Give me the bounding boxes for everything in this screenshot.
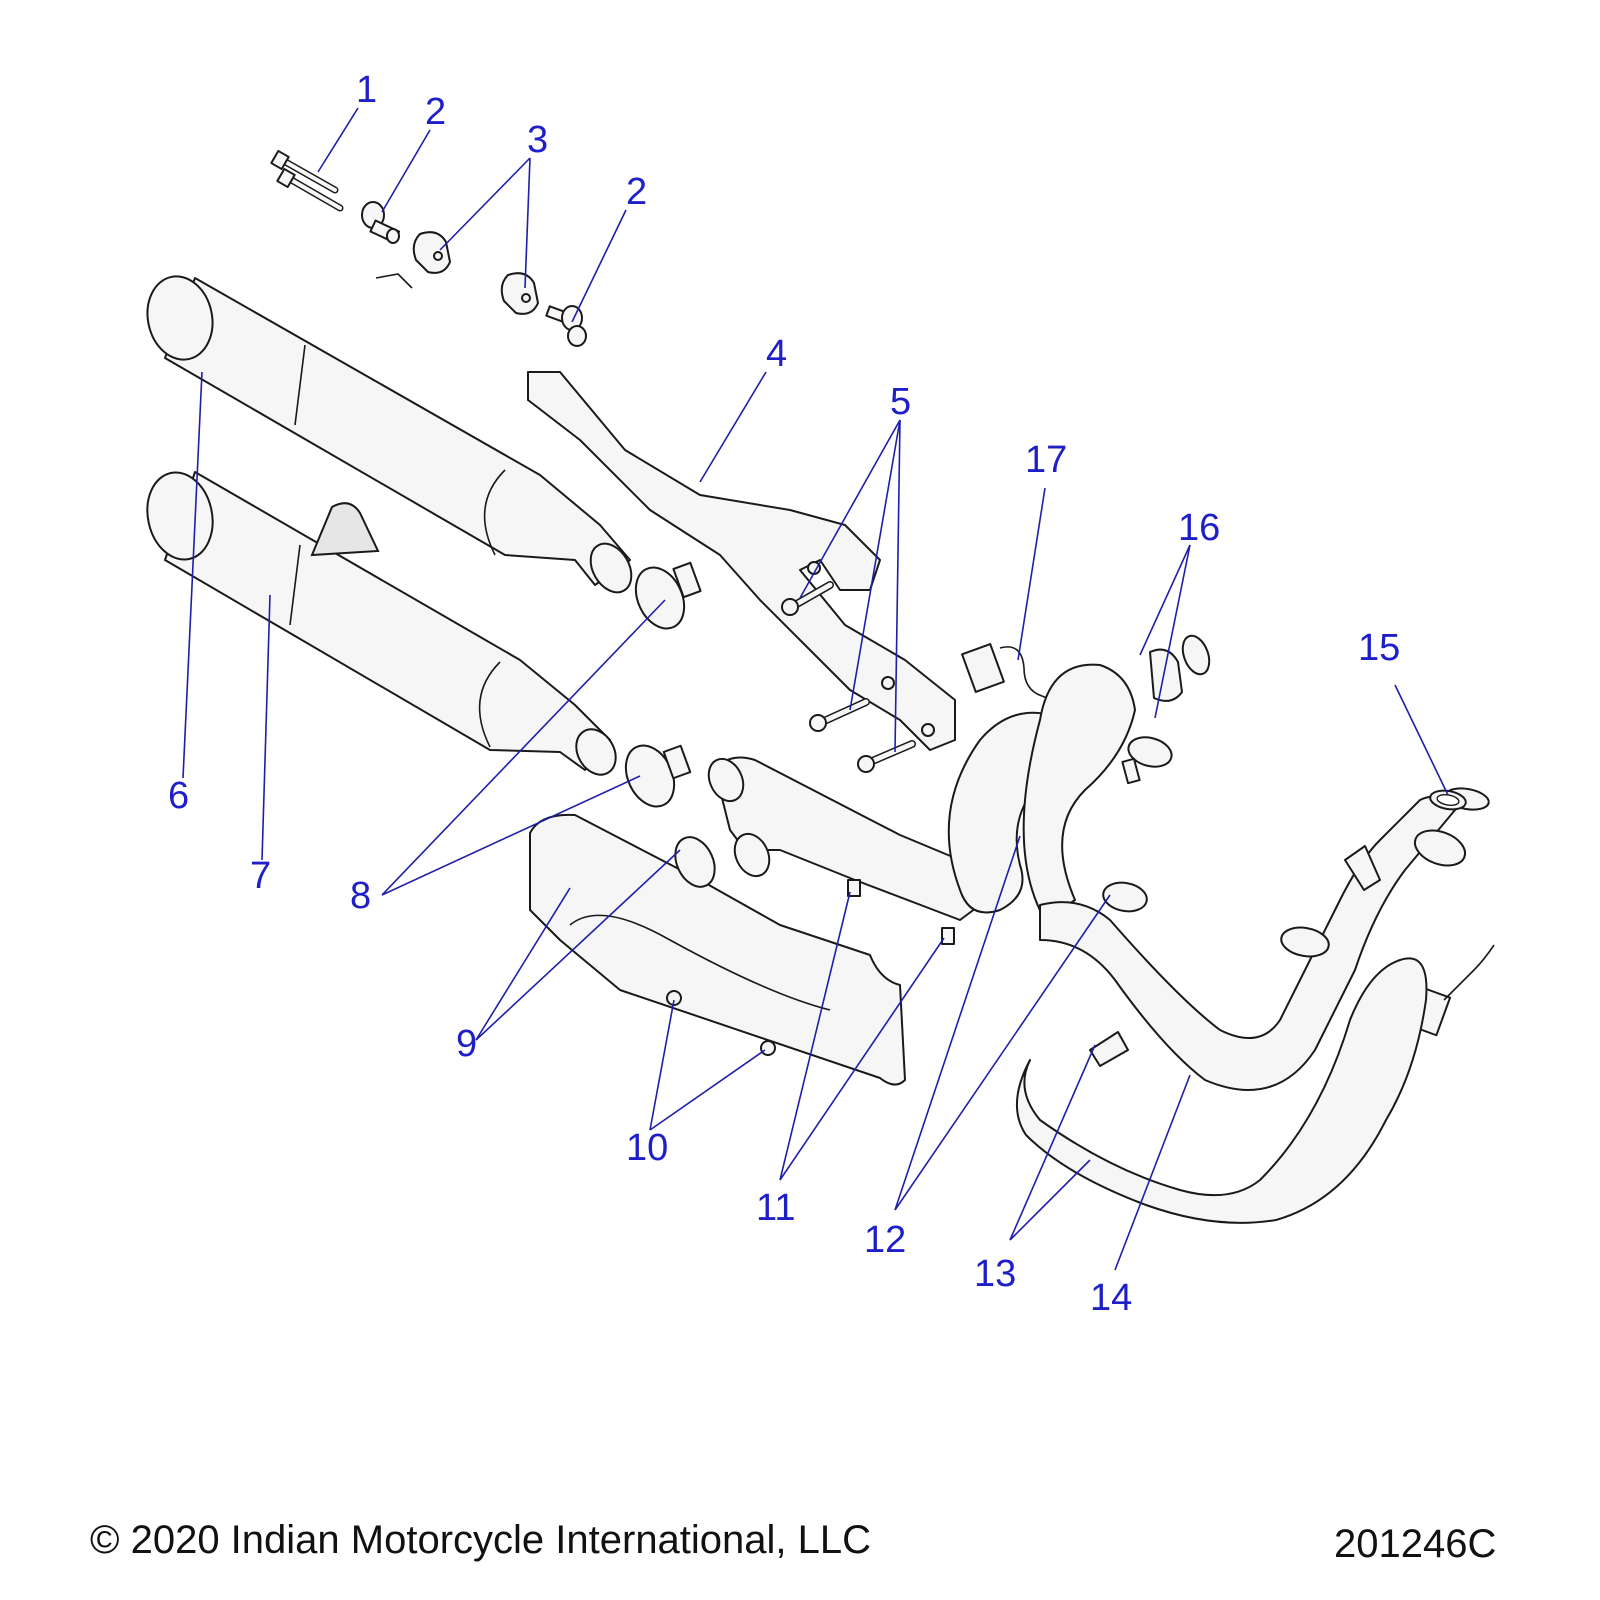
callout-labels: 1 2 3 2 4 5 17 16 15 6 7 8 9 10 11 12 13… (168, 69, 1400, 1319)
callout-9: 9 (456, 1023, 477, 1065)
callout-13: 13 (974, 1253, 1016, 1295)
part-12-crossover-pipe (707, 634, 1211, 921)
callout-17: 17 (1025, 439, 1067, 481)
part-13-heat-shield (1016, 845, 1428, 1224)
callout-6: 6 (168, 775, 189, 817)
part-8-clamp-lower (624, 744, 692, 808)
callout-10: 10 (626, 1127, 668, 1169)
leader-lines (182, 107, 1449, 1271)
callout-8: 8 (350, 875, 371, 917)
part-2-spacer-upper (361, 201, 401, 244)
drawing-number: 201246C (1334, 1522, 1497, 1566)
callout-2-upper: 2 (425, 91, 446, 133)
callout-3: 3 (527, 119, 548, 161)
part-4-mount-bracket (527, 371, 956, 751)
callout-15: 15 (1358, 627, 1400, 669)
part-5-bolts (781, 581, 916, 773)
part-8-clamp-upper (634, 561, 702, 630)
callout-14: 14 (1090, 1277, 1132, 1319)
copyright-notice: © 2020 Indian Motorcycle International, … (90, 1518, 872, 1562)
callout-7: 7 (250, 855, 271, 897)
part-2-spacer-lower (545, 305, 587, 347)
callout-4: 4 (766, 333, 787, 375)
part-3-grommet-b (500, 272, 539, 315)
callout-2-lower: 2 (626, 171, 647, 213)
callout-5: 5 (890, 381, 911, 423)
part-15-gasket (1429, 789, 1467, 811)
part-11-clips (847, 879, 955, 945)
part-7-lower-muffler (146, 471, 617, 776)
part-9-heat-shield (529, 813, 906, 1086)
callout-12: 12 (864, 1219, 906, 1261)
callout-16: 16 (1178, 507, 1220, 549)
part-10-nuts (666, 990, 776, 1056)
part-16-clamp (1121, 736, 1173, 785)
part-3-grommet-a (412, 231, 451, 274)
callout-11: 11 (756, 1187, 795, 1229)
part-6-upper-muffler (146, 273, 633, 594)
callout-1: 1 (356, 69, 377, 111)
part-1-bolts (270, 149, 344, 212)
